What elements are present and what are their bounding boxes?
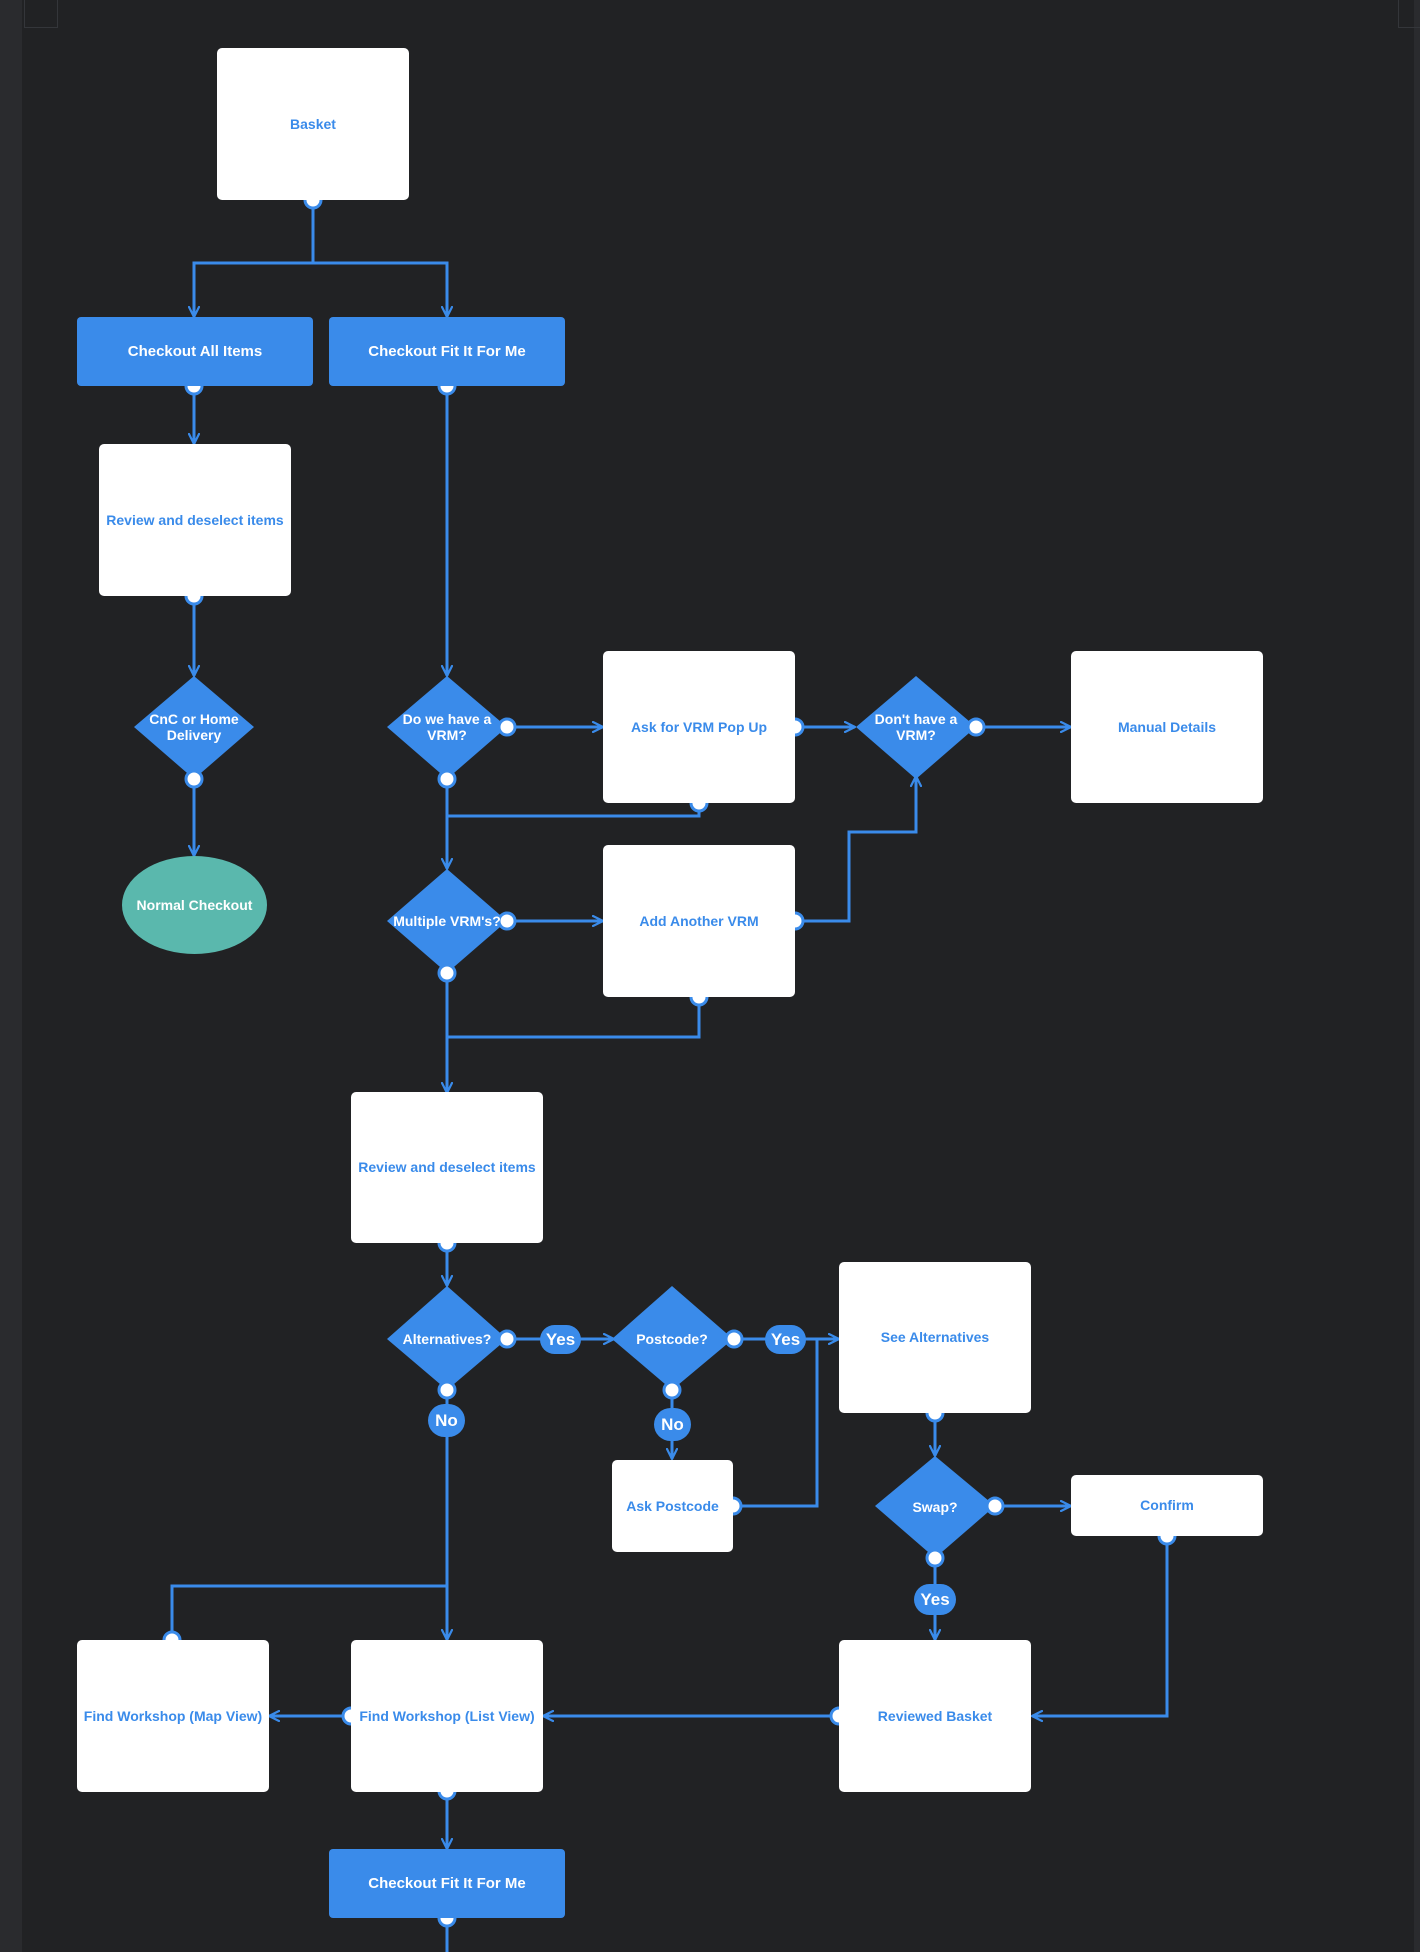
alternatives-label: Alternatives? xyxy=(402,1331,492,1347)
connection-port[interactable] xyxy=(724,1329,744,1349)
do-we-have-vrm-label: Do we have a VRM? xyxy=(402,711,492,743)
basket-node[interactable]: Basket xyxy=(217,48,409,200)
cnc-or-home-delivery-diamond[interactable] xyxy=(134,676,254,779)
see-alternatives-node[interactable]: See Alternatives xyxy=(839,1262,1031,1413)
postcode-diamond[interactable] xyxy=(612,1286,733,1390)
checkout-fit-it-for-me-final-button[interactable]: Checkout Fit It For Me xyxy=(329,1849,565,1918)
alternatives-diamond[interactable] xyxy=(387,1286,507,1390)
dont-have-vrm-diamond[interactable] xyxy=(856,676,976,779)
connection-port[interactable] xyxy=(662,1380,682,1400)
connector xyxy=(733,1339,819,1508)
connection-port[interactable] xyxy=(437,963,457,983)
cnc-or-home-delivery-label: CnC or Home Delivery xyxy=(149,711,239,743)
postcode-label: Postcode? xyxy=(636,1331,708,1347)
canvas-corner-left xyxy=(24,0,58,28)
yes-label-swap: Yes xyxy=(914,1584,956,1615)
connector xyxy=(313,261,447,317)
connection-port[interactable] xyxy=(184,769,204,789)
connection-port[interactable] xyxy=(966,717,986,737)
checkout-all-items-button[interactable]: Checkout All Items xyxy=(77,317,313,386)
canvas-right-gutter xyxy=(1414,0,1420,1952)
review-deselect-items-node-left[interactable]: Review and deselect items xyxy=(99,444,291,596)
yes-label-postcode: Yes xyxy=(765,1325,806,1354)
connection-port[interactable] xyxy=(437,1380,457,1400)
connection-port[interactable] xyxy=(985,1496,1005,1516)
multiple-vrms-diamond[interactable] xyxy=(387,869,507,973)
manual-details-node[interactable]: Manual Details xyxy=(1071,651,1263,803)
connector xyxy=(795,776,916,923)
add-another-vrm-node[interactable]: Add Another VRM xyxy=(603,845,795,997)
connector xyxy=(447,997,701,1039)
connection-port[interactable] xyxy=(497,911,517,931)
reviewed-basket-node[interactable]: Reviewed Basket xyxy=(839,1640,1031,1792)
connector xyxy=(447,803,701,818)
connector xyxy=(194,200,315,317)
multiple-vrms-label: Multiple VRM's? xyxy=(393,913,501,929)
find-workshop-list-view-node[interactable]: Find Workshop (List View) xyxy=(351,1640,543,1792)
review-deselect-items-node-main[interactable]: Review and deselect items xyxy=(351,1092,543,1243)
do-we-have-vrm-diamond[interactable] xyxy=(387,676,507,779)
yes-label-alternatives: Yes xyxy=(540,1325,581,1354)
find-workshop-map-view-node[interactable]: Find Workshop (Map View) xyxy=(77,1640,269,1792)
canvas-left-gutter xyxy=(0,0,22,1952)
connection-port[interactable] xyxy=(497,717,517,737)
swap-label: Swap? xyxy=(912,1499,958,1515)
connection-port[interactable] xyxy=(925,1548,945,1568)
connector xyxy=(170,1584,447,1640)
checkout-fit-it-for-me-button[interactable]: Checkout Fit It For Me xyxy=(329,317,565,386)
connector xyxy=(1032,1536,1169,1716)
ask-postcode-node[interactable]: Ask Postcode xyxy=(612,1460,733,1552)
ask-vrm-popup-node[interactable]: Ask for VRM Pop Up xyxy=(603,651,795,803)
connection-port[interactable] xyxy=(497,1329,517,1349)
canvas-corner-right xyxy=(1398,0,1420,28)
no-label-postcode: No xyxy=(654,1408,691,1441)
swap-diamond[interactable] xyxy=(875,1456,995,1558)
dont-have-vrm-label: Don't have a VRM? xyxy=(874,711,958,743)
normal-checkout-terminal[interactable]: Normal Checkout xyxy=(122,856,267,954)
confirm-node[interactable]: Confirm xyxy=(1071,1475,1263,1536)
no-label-alternatives: No xyxy=(428,1404,465,1437)
connection-port[interactable] xyxy=(437,769,457,789)
